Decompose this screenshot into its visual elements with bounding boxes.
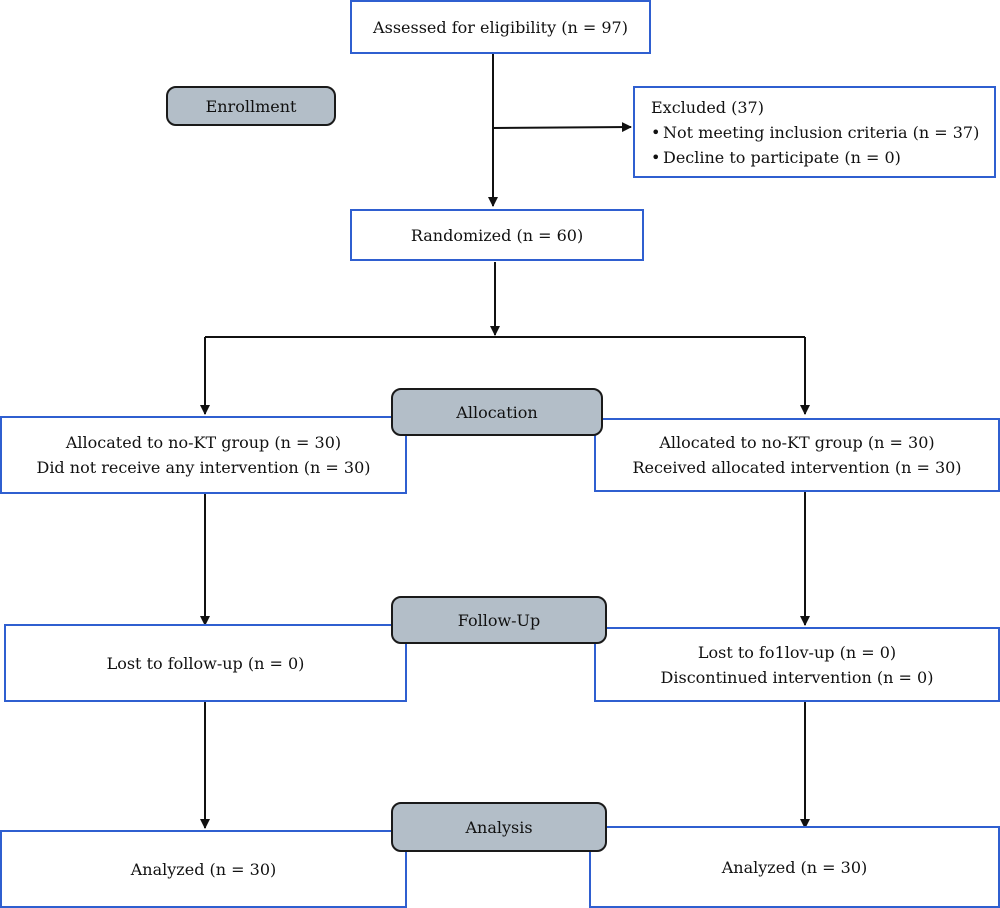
allocation-left-box: Allocated to no-KT group (n = 30) Did no…	[0, 416, 407, 494]
follow-up-left-line: Lost to follow-up (n = 0)	[106, 653, 305, 673]
allocation-right-box: Allocated to no-KT group (n = 30) Receiv…	[594, 418, 1000, 492]
excluded-item-text: Not meeting inclusion criteria (n = 37)	[663, 122, 980, 142]
allocation-left-line: Allocated to no-KT group (n = 30)	[65, 433, 342, 452]
excluded-box: Excluded (37) • Not meeting inclusion cr…	[633, 86, 996, 178]
excluded-title: Excluded (37)	[651, 97, 764, 117]
follow-up-right-box: Lost to fo1lov-up (n = 0) Discontinued i…	[594, 627, 1000, 702]
excluded-item: • Decline to participate (n = 0)	[651, 145, 901, 170]
follow-up-stage-label: Follow-Up	[391, 596, 607, 644]
follow-up-left-box: Lost to follow-up (n = 0)	[4, 624, 407, 702]
excluded-item: • Not meeting inclusion criteria (n = 37…	[651, 120, 979, 145]
analysis-right-box: Analyzed (n = 30)	[589, 826, 1000, 908]
randomized-text: Randomized (n = 60)	[410, 225, 584, 245]
assessed-box: Assessed for eligibility (n = 97)	[350, 0, 651, 54]
analysis-left-text: Analyzed (n = 30)	[130, 859, 277, 879]
analysis-left-box: Analyzed (n = 30)	[0, 830, 407, 908]
follow-up-right-line: Lost to fo1lov-up (n = 0)	[697, 642, 897, 662]
allocation-text: Allocation	[456, 402, 538, 422]
excluded-item-text: Decline to participate (n = 0)	[663, 147, 901, 167]
allocation-stage-label: Allocation	[391, 388, 603, 436]
randomized-box: Randomized (n = 60)	[350, 209, 644, 261]
bullet-icon: •	[651, 122, 661, 142]
analysis-stage-label: Analysis	[391, 802, 607, 852]
assessed-text: Assessed for eligibility (n = 97)	[373, 17, 628, 37]
enrollment-stage-label: Enrollment	[166, 86, 336, 126]
analysis-text: Analysis	[465, 817, 533, 837]
enrollment-text: Enrollment	[205, 96, 297, 116]
arrow-to-excluded	[492, 122, 632, 133]
analysis-right-text: Analyzed (n = 30)	[721, 857, 868, 877]
follow-up-right-line: Discontinued intervention (n = 0)	[660, 667, 934, 687]
allocation-right-line: Allocated to no-KT group (n = 30)	[659, 433, 935, 452]
allocation-right-line: Received allocated intervention (n = 30)	[632, 458, 962, 477]
bullet-icon: •	[651, 147, 661, 167]
allocation-left-line: Did not receive any intervention (n = 30…	[36, 458, 371, 477]
follow-up-text: Follow-Up	[457, 610, 541, 630]
